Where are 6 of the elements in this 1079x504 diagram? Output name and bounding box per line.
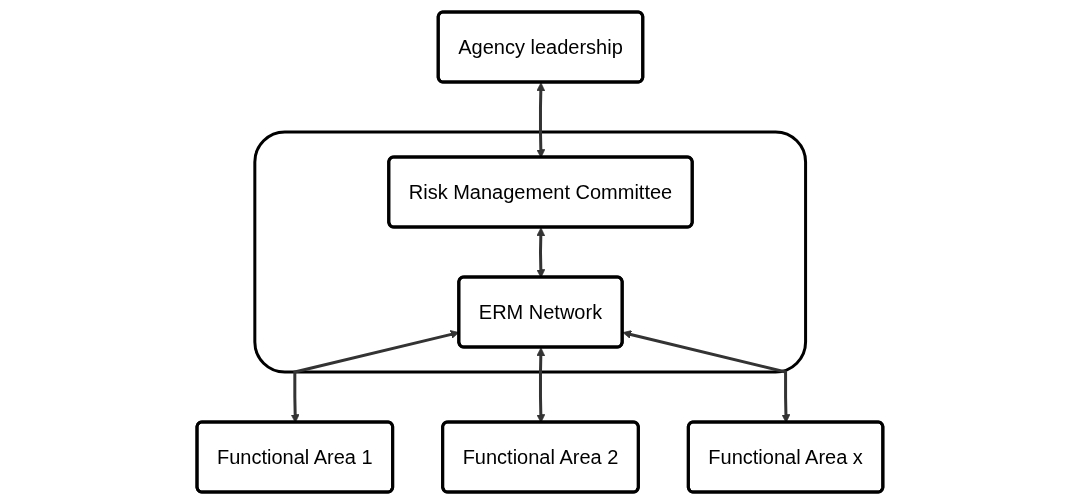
arrow xyxy=(536,347,545,423)
cluster xyxy=(252,130,807,374)
arrow xyxy=(536,82,545,158)
arrow xyxy=(536,227,545,278)
arrow xyxy=(290,330,459,423)
arrow xyxy=(622,330,790,423)
